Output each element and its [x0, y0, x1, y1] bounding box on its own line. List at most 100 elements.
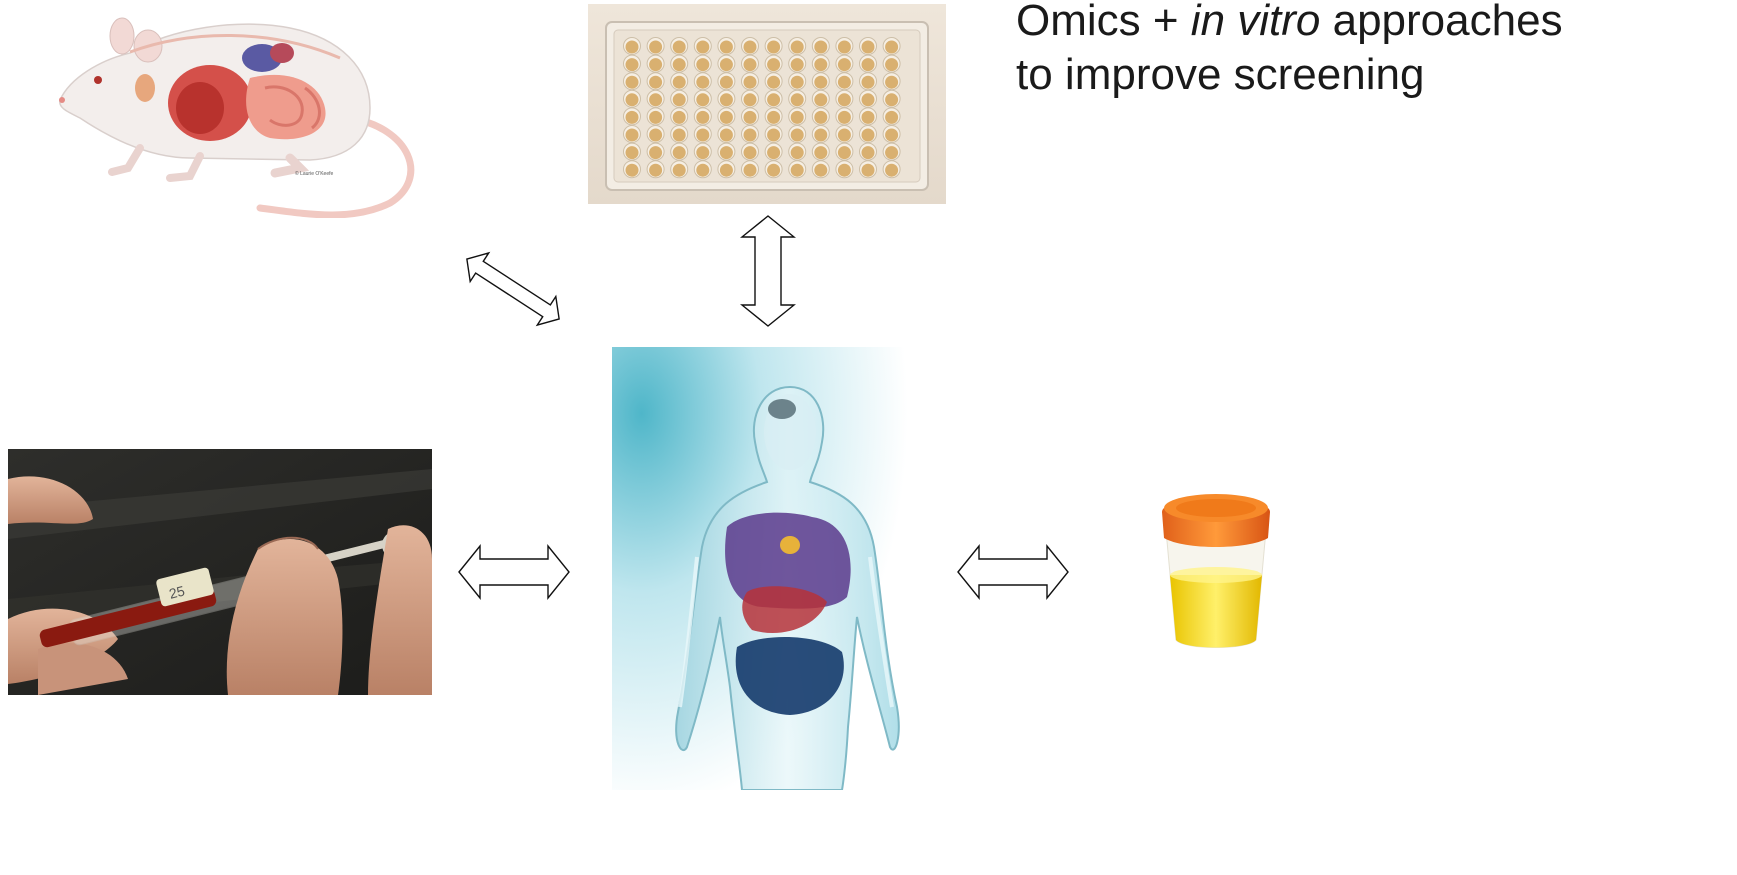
- plate-well-fill: [744, 111, 757, 124]
- plate-well-fill: [814, 164, 827, 177]
- plate-well-fill: [767, 58, 780, 71]
- plate-well-fill: [673, 111, 686, 124]
- plate-well-fill: [814, 111, 827, 124]
- plate-well-fill: [626, 93, 639, 106]
- plate-well-fill: [626, 58, 639, 71]
- plate-well-fill: [862, 164, 875, 177]
- plate-well-fill: [696, 129, 709, 142]
- plate-well-fill: [791, 41, 804, 54]
- plate-well-fill: [885, 146, 898, 159]
- plate-well-fill: [885, 129, 898, 142]
- plate-well-fill: [720, 76, 733, 89]
- plate-well-fill: [838, 93, 851, 106]
- plate-well-fill: [744, 129, 757, 142]
- plate-well-fill: [862, 146, 875, 159]
- plate-well-fill: [791, 93, 804, 106]
- plate-well-fill: [649, 129, 662, 142]
- plate-well-fill: [720, 93, 733, 106]
- plate-well-fill: [791, 111, 804, 124]
- plate-well-fill: [744, 146, 757, 159]
- plate-well-fill: [885, 41, 898, 54]
- plate-well-fill: [626, 111, 639, 124]
- plate-well-fill: [791, 129, 804, 142]
- plate-well-fill: [767, 93, 780, 106]
- caption: Omics + in vitro approaches to improve s…: [1016, 0, 1736, 102]
- syringe-photo: 25 60: [8, 449, 432, 695]
- plate-well-fill: [862, 58, 875, 71]
- rat-anatomy-image: © Laurie O'Keefe: [50, 8, 430, 218]
- plate-well-fill: [791, 76, 804, 89]
- plate-well-fill: [673, 41, 686, 54]
- plate-well-fill: [838, 111, 851, 124]
- plate-well-fill: [838, 76, 851, 89]
- plate-well-fill: [814, 93, 827, 106]
- plate-well-fill: [767, 146, 780, 159]
- plate-well-fill: [720, 58, 733, 71]
- plate-well-fill: [720, 146, 733, 159]
- plate-well-fill: [673, 58, 686, 71]
- plate-well-fill: [744, 41, 757, 54]
- plate-well-fill: [767, 111, 780, 124]
- urine-sample-cup-image: [1158, 490, 1274, 652]
- plate-well-fill: [767, 129, 780, 142]
- plate-well-fill: [814, 58, 827, 71]
- plate-well-fill: [814, 76, 827, 89]
- plate-well-fill: [649, 58, 662, 71]
- plate-well-fill: [626, 164, 639, 177]
- plate-well-fill: [885, 93, 898, 106]
- plate-well-fill: [649, 76, 662, 89]
- plate-well-fill: [838, 41, 851, 54]
- plate-well-fill: [626, 41, 639, 54]
- well-plate-image: [588, 4, 946, 204]
- plate-well-fill: [885, 76, 898, 89]
- double-arrow-left: [458, 545, 570, 601]
- plate-well-fill: [626, 76, 639, 89]
- plate-well-fill: [649, 111, 662, 124]
- plate-well-fill: [649, 164, 662, 177]
- double-arrow-vertical: [740, 215, 796, 327]
- double-arrow-right: [957, 545, 1069, 601]
- plate-well-fill: [744, 164, 757, 177]
- plate-well-fill: [696, 164, 709, 177]
- plate-well-fill: [862, 76, 875, 89]
- plate-well-fill: [673, 76, 686, 89]
- plate-well-fill: [838, 129, 851, 142]
- plate-well-fill: [720, 111, 733, 124]
- plate-well-fill: [814, 146, 827, 159]
- plate-well-fill: [673, 129, 686, 142]
- plate-well-fill: [649, 41, 662, 54]
- plate-well-fill: [885, 111, 898, 124]
- plate-well-fill: [673, 164, 686, 177]
- plate-well-fill: [791, 164, 804, 177]
- plate-well-fill: [696, 146, 709, 159]
- plate-well-fill: [649, 93, 662, 106]
- plate-well-fill: [767, 41, 780, 54]
- plate-well-fill: [791, 58, 804, 71]
- plate-well-fill: [862, 93, 875, 106]
- rat-copyright-text: © Laurie O'Keefe: [295, 170, 333, 177]
- plate-well-fill: [838, 164, 851, 177]
- plate-well-fill: [767, 164, 780, 177]
- plate-well-fill: [744, 58, 757, 71]
- plate-well-fill: [720, 164, 733, 177]
- plate-well-fill: [767, 76, 780, 89]
- plate-well-fill: [720, 41, 733, 54]
- plate-well-fill: [885, 164, 898, 177]
- plate-well-fill: [791, 146, 804, 159]
- double-arrow-diagonal: [463, 248, 563, 330]
- caption-line-1: Omics + in vitro approaches: [1016, 0, 1736, 48]
- plate-well-fill: [885, 58, 898, 71]
- plate-well-fill: [696, 41, 709, 54]
- plate-well-fill: [696, 58, 709, 71]
- plate-well-fill: [696, 76, 709, 89]
- plate-well-fill: [696, 93, 709, 106]
- plate-well-fill: [673, 146, 686, 159]
- plate-well-fill: [626, 129, 639, 142]
- human-body-model-photo: [612, 347, 908, 790]
- plate-well-fill: [862, 111, 875, 124]
- plate-well-fill: [814, 129, 827, 142]
- plate-well-fill: [649, 146, 662, 159]
- plate-well-fill: [696, 111, 709, 124]
- plate-well-fill: [838, 146, 851, 159]
- plate-well-fill: [673, 93, 686, 106]
